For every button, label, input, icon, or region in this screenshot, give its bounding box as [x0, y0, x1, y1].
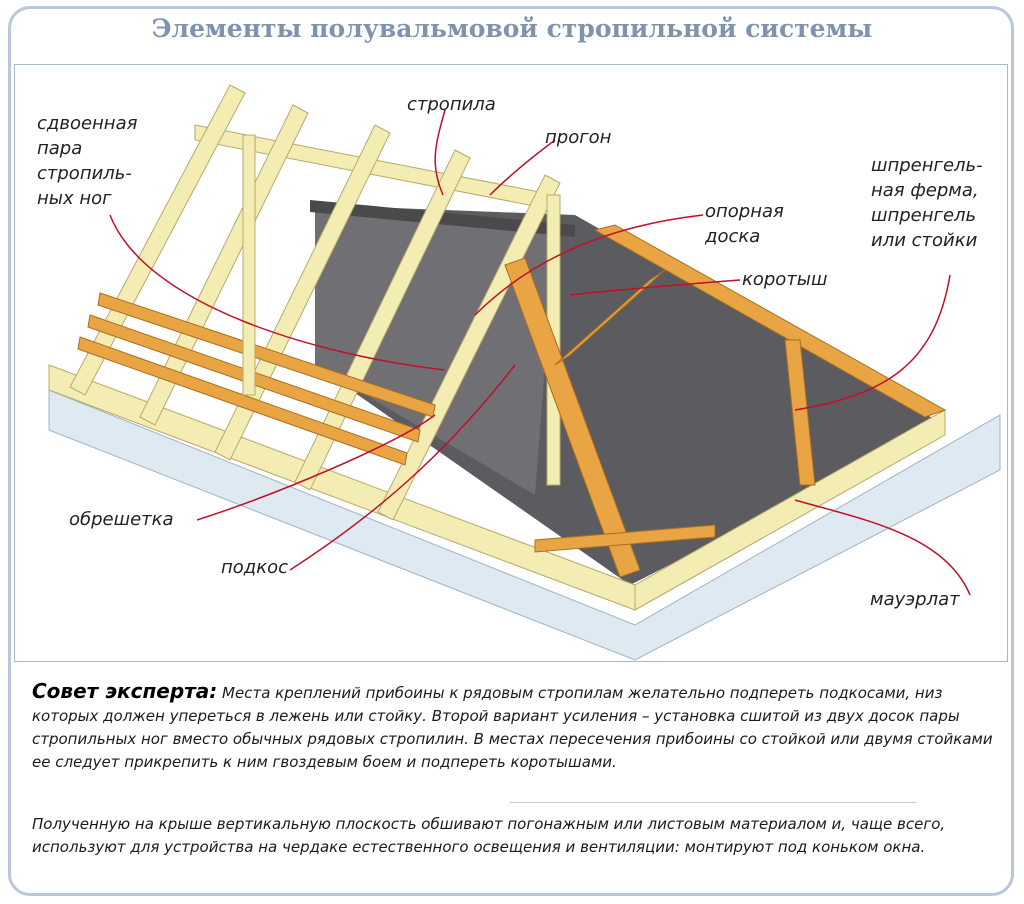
label-line: ных ног — [37, 188, 112, 209]
tip-note: Полученную на крыше вертикальную плоскос… — [32, 815, 946, 856]
label-line: стропиль- — [37, 163, 132, 184]
label-line: шпренгель — [871, 205, 977, 226]
leader-line — [794, 274, 951, 411]
leader-line — [489, 139, 556, 196]
label-line: ная ферма, — [871, 180, 979, 201]
tip-text: Места креплений прибоины к рядовым строп… — [32, 684, 993, 771]
strut — [554, 269, 666, 366]
purlin — [310, 200, 575, 237]
label-line: доска — [705, 226, 761, 247]
strut — [504, 257, 641, 578]
hip-truss-group — [504, 224, 947, 578]
label-strut: подкос — [221, 557, 289, 578]
leader-line — [569, 279, 741, 296]
leader-line — [289, 364, 516, 571]
label-line: пара — [37, 138, 83, 159]
leader-line — [434, 109, 446, 196]
foundation-slab — [48, 389, 1001, 661]
rafter — [69, 84, 246, 396]
expert-tip: Совет эксперта: Места креплений прибоины… — [32, 680, 994, 774]
leader-line — [196, 414, 436, 521]
label-line: опорная — [705, 201, 784, 222]
label-line: или стойки — [871, 230, 978, 251]
label-double-rafters: сдвоенная пара стропиль- ных ног — [37, 111, 137, 211]
wall-plate-right — [634, 409, 946, 611]
page-title: Элементы полувальмовой стропильной систе… — [151, 14, 873, 43]
leader-lines — [109, 109, 971, 596]
label-purlin: прогон — [545, 127, 612, 148]
leader-line — [794, 499, 971, 596]
label-line: шпренгель- — [871, 155, 983, 176]
batten — [77, 336, 408, 466]
label-battens: обрешетка — [69, 509, 174, 530]
label-short-post: коротыш — [742, 269, 828, 290]
rafter — [139, 104, 309, 426]
label-truss: шпренгель- ная ферма, шпренгель или стой… — [871, 153, 983, 253]
post — [242, 134, 256, 396]
tip-heading: Совет эксперта: — [32, 679, 218, 703]
hip-rafter — [593, 224, 947, 418]
divider — [510, 802, 916, 803]
leader-line — [109, 214, 446, 371]
roof-diagram — [48, 84, 1001, 661]
leader-line — [474, 214, 704, 316]
king-post — [784, 339, 816, 486]
label-support-board: опорная доска — [705, 199, 784, 249]
roof-illustration: сдвоенная пара стропиль- ных ног стропил… — [14, 64, 1008, 662]
label-mauerlat: мауэрлат — [870, 589, 960, 610]
label-line: сдвоенная — [37, 113, 138, 134]
label-rafters: стропила — [407, 94, 496, 115]
support-board — [534, 524, 716, 553]
